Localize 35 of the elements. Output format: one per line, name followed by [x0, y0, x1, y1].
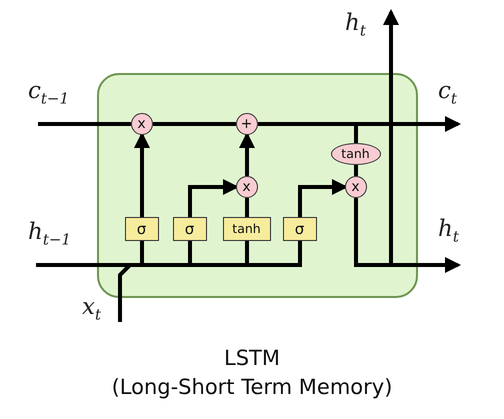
- variable-label: h$_{t}$: [345, 12, 366, 39]
- lstm-cell-box: [97, 73, 418, 298]
- connector-line: [38, 122, 131, 126]
- operator-label: +: [240, 116, 252, 132]
- tanh-ellipse: [330, 142, 380, 164]
- gate-box: [172, 216, 206, 240]
- variable-label: h$_{t}$: [438, 218, 459, 245]
- arrow: [188, 179, 239, 217]
- operator-label: tanh: [232, 221, 261, 236]
- connector-line: [245, 198, 249, 217]
- operator-label: x: [242, 178, 251, 194]
- variable-label: x$_{t}$: [82, 296, 102, 323]
- diagram-caption: (Long-Short Term Memory): [110, 375, 394, 399]
- gate-box: [124, 216, 158, 240]
- connector-line: [153, 122, 236, 126]
- operator-label: x: [137, 116, 146, 132]
- operator-label: σ: [136, 220, 146, 238]
- arrow: [239, 132, 255, 176]
- operation-circle: [344, 176, 366, 198]
- variable-label: c$_{t−1}$: [28, 80, 70, 107]
- variable-label: c$_{t}$: [438, 80, 457, 107]
- operation-circle: [236, 112, 258, 134]
- operator-label: σ: [184, 220, 194, 238]
- operator-label: x: [351, 178, 360, 194]
- gate-box: [222, 216, 270, 240]
- diagram-title: LSTM: [223, 346, 281, 370]
- operation-circle: [130, 112, 152, 134]
- operator-label: tanh: [341, 146, 370, 161]
- gate-box: [282, 216, 316, 240]
- connector-line: [354, 165, 358, 176]
- variable-label: h$_{t−1}$: [28, 221, 71, 248]
- arrow: [298, 179, 348, 217]
- operation-circle: [236, 176, 258, 198]
- arrow: [134, 132, 150, 217]
- operator-label: σ: [294, 220, 304, 238]
